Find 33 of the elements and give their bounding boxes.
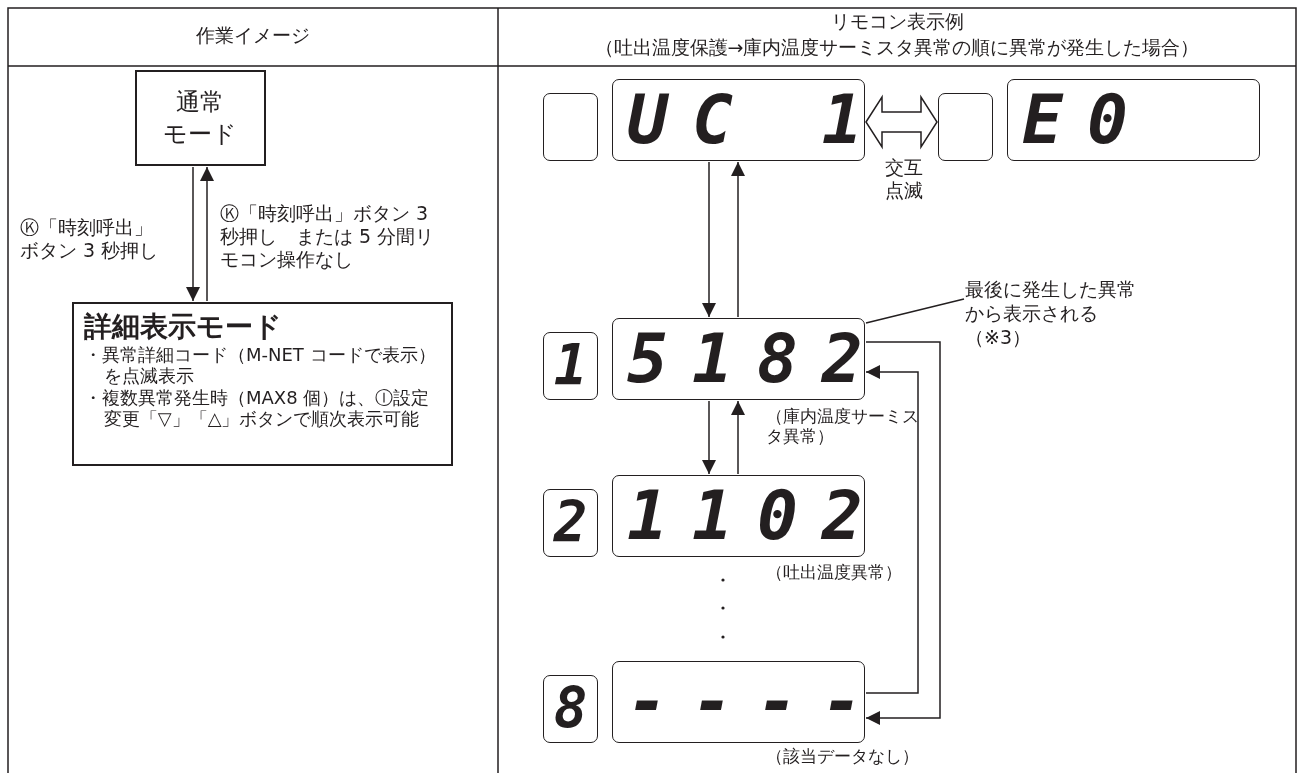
callout-text: 最後に発生した異常から表示される（※3） — [965, 278, 1137, 350]
mode-box — [135, 70, 266, 166]
leader-line — [865, 298, 965, 324]
fault-note: （庫内温度サーミスタ異常） — [766, 406, 920, 447]
code-display: UC 1 — [612, 79, 865, 161]
arrow — [702, 161, 716, 318]
column-header: 作業イメージ — [195, 24, 311, 47]
code-display: ---- — [612, 661, 865, 743]
mode-title: 詳細表示モード — [84, 310, 283, 344]
fault-note: （該当データなし） — [766, 746, 920, 767]
mode-box — [72, 302, 453, 466]
number-display: 1 — [543, 332, 598, 400]
number-display — [543, 93, 598, 161]
code-display: 1102 — [612, 475, 865, 557]
code-display: E0 — [1007, 79, 1260, 161]
bullet-text: ・複数異常発生時（MAX8 個）は、Ⓘ設定変更「▽」「△」ボタンで順次表示可能 — [84, 386, 431, 430]
number-display: 8 — [543, 675, 598, 743]
arrow — [865, 341, 941, 725]
arrow — [186, 166, 200, 302]
fault-note: （吐出温度異常） — [766, 562, 903, 583]
arrow — [702, 400, 716, 475]
arrow — [865, 365, 919, 694]
column-subheader: （吐出温度保護→庫内温度サーミスタ異常の順に異常が発生した場合） — [593, 36, 1201, 59]
code-display: 5182 — [612, 318, 865, 400]
number-display: 2 — [543, 489, 598, 557]
bullet-text: ・異常詳細コード（M-NET コードで表示）を点滅表示 — [84, 343, 437, 387]
column-header: リモコン表示例 — [829, 10, 965, 33]
number-display — [938, 93, 993, 161]
mode-name: 通常モード — [163, 86, 238, 150]
double-arrow — [865, 94, 938, 150]
arrow — [200, 166, 214, 302]
arrow — [731, 400, 745, 475]
arrow — [731, 161, 745, 318]
